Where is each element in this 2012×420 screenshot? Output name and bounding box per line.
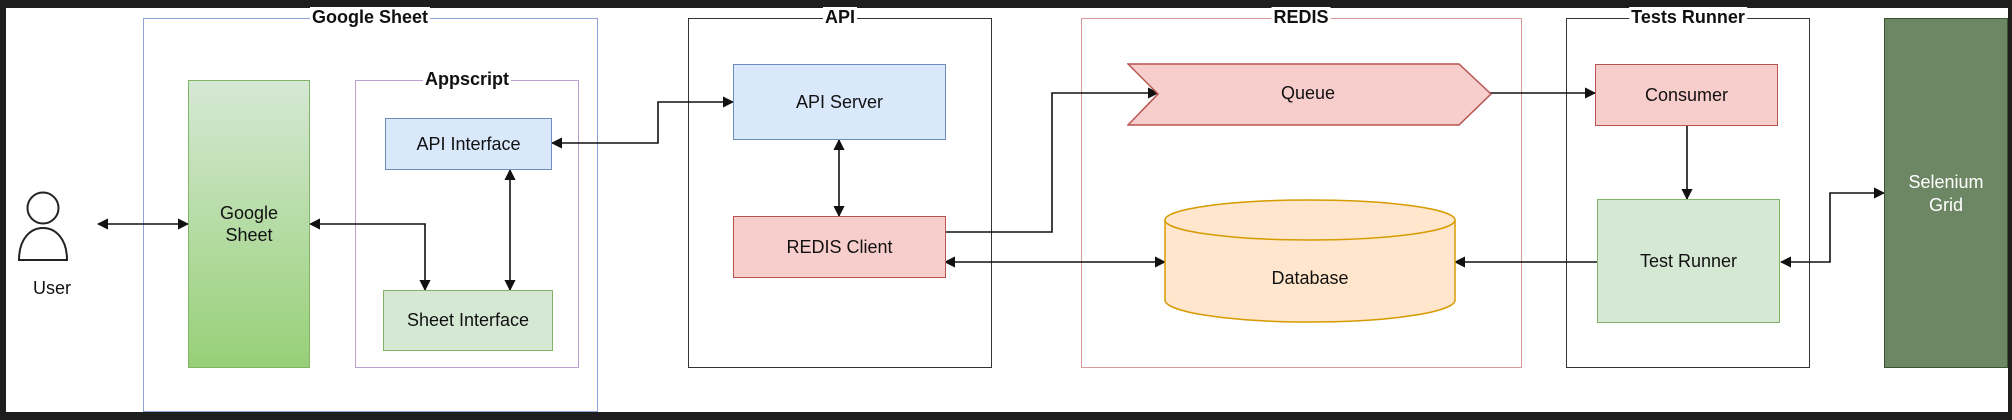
redis-client-node[interactable]: REDIS Client	[733, 216, 946, 278]
google-sheet-node-label: Google Sheet	[219, 202, 279, 246]
test-runner-node[interactable]: Test Runner	[1597, 199, 1780, 323]
test-runner-label: Test Runner	[1639, 250, 1738, 271]
api-server-node[interactable]: API Server	[733, 64, 946, 140]
database-node[interactable]	[1163, 198, 1458, 324]
google-sheet-sheet-interface-connector	[308, 218, 431, 292]
api-interface-api-server-connector	[550, 96, 735, 149]
api-interface-label: API Interface	[416, 133, 521, 154]
redis-client-label: REDIS Client	[786, 236, 893, 257]
queue-label: Queue	[1280, 83, 1336, 103]
selenium-grid-label: Selenium Grid	[1908, 172, 1984, 215]
test-runner-selenium-grid-connector	[1779, 187, 1886, 268]
sheet-interface-label: Sheet Interface	[406, 310, 530, 331]
user-label: User	[32, 278, 72, 298]
api-group-title: API	[822, 7, 858, 27]
consumer-label: Consumer	[1644, 84, 1729, 105]
database-label: Database	[1271, 268, 1349, 288]
queue-node[interactable]	[1127, 63, 1494, 127]
redis-client-queue-connector	[945, 87, 1160, 233]
sheet-interface-node[interactable]: Sheet Interface	[383, 290, 553, 351]
api-server-label: API Server	[795, 91, 884, 112]
selenium-grid-node[interactable]: Selenium Grid	[1884, 18, 2008, 368]
tests-runner-group-title: Tests Runner	[1629, 7, 1747, 27]
appscript-group-title: Appscript	[422, 69, 512, 89]
google-sheet-group-title: Google Sheet	[309, 7, 431, 27]
api-interface-node[interactable]: API Interface	[385, 118, 552, 170]
redis-group-title: REDIS	[1271, 7, 1331, 27]
consumer-node[interactable]: Consumer	[1595, 64, 1778, 126]
user-icon[interactable]	[17, 186, 69, 266]
google-sheet-node[interactable]: Google Sheet	[188, 80, 310, 368]
